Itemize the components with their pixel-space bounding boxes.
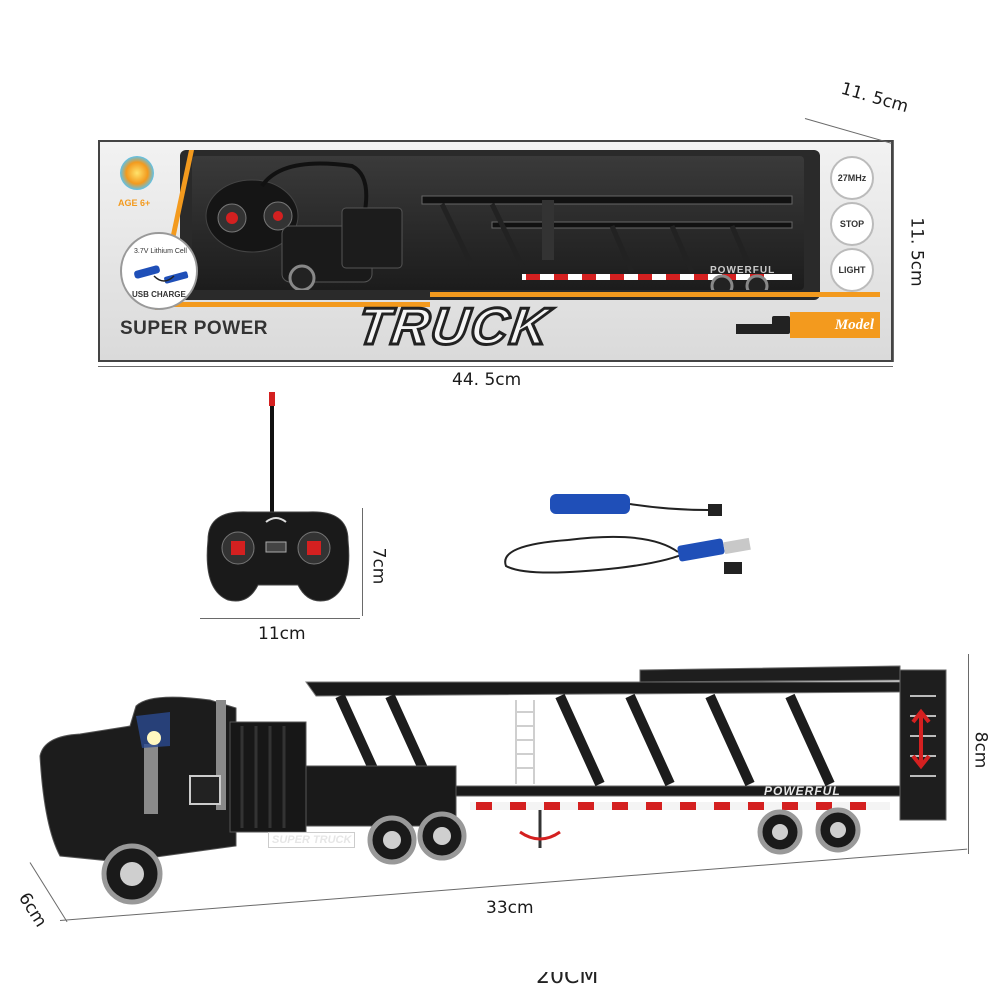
box-depth-label: 11. 5cm xyxy=(838,78,911,118)
truck-trailer-text: POWERFUL xyxy=(764,784,841,798)
model-badge: Model xyxy=(790,312,880,338)
truck-height-line xyxy=(968,654,969,854)
brand-text: SUPER POWER xyxy=(120,318,269,339)
truck-logo-text: TRUCK xyxy=(352,297,555,358)
battery-usb-cable-image xyxy=(504,494,751,574)
frequency-badge: 27MHz xyxy=(830,156,874,200)
usb-label-top: 3.7V Lithium Cell xyxy=(134,248,187,255)
truck-cab-text: SUPER TRUCK xyxy=(268,832,356,848)
box-height-line xyxy=(893,140,894,362)
remote-width-line xyxy=(200,618,360,619)
stop-badge: STOP xyxy=(830,202,874,246)
usb-charge-badge: 3.7V Lithium Cell USB CHARGE xyxy=(120,232,198,310)
remote-control-image xyxy=(206,392,350,602)
truck-height-label: 8cm xyxy=(970,731,991,769)
box-width-label: 44. 5cm xyxy=(452,370,522,390)
bottom-partial-label: 20CM xyxy=(536,972,599,986)
orange-strip-mid xyxy=(430,292,880,297)
box-width-line xyxy=(98,366,893,367)
truck-length-label: 33cm xyxy=(486,898,534,918)
orange-strip-top xyxy=(160,302,430,307)
brand-logo-icon xyxy=(120,156,154,190)
age-label: AGE 6+ xyxy=(118,198,151,208)
truck-silhouette-icon xyxy=(736,316,790,334)
light-badge: LIGHT xyxy=(830,248,874,292)
remote-height-line xyxy=(362,508,363,616)
product-box: POWERFUL AGE 6+ 3.7V Lithium Cell USB CH… xyxy=(98,140,893,362)
usb-cable-icon xyxy=(134,265,189,284)
remote-width-label: 11cm xyxy=(258,624,306,644)
usb-label-bottom: USB CHARGE xyxy=(132,290,186,299)
box-window-inner xyxy=(192,156,804,298)
boxed-truck-image xyxy=(205,161,793,298)
truck-image xyxy=(39,665,947,905)
remote-height-label: 7cm xyxy=(368,547,389,585)
box-trailer-text: POWERFUL xyxy=(710,265,776,276)
box-height-label: 11. 5cm xyxy=(906,217,927,287)
